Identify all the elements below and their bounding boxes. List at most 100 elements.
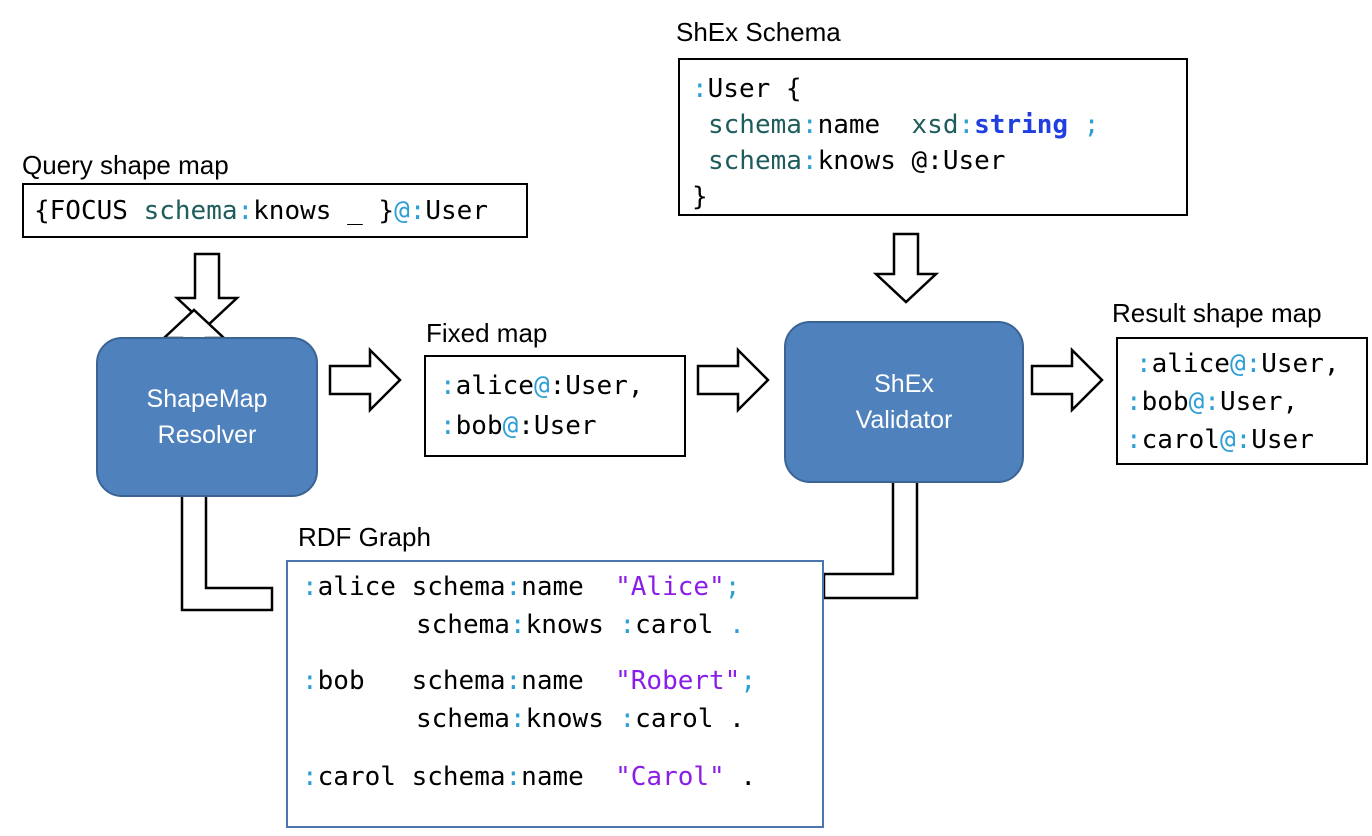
graph-b1-sp	[365, 666, 412, 696]
shex-schema-box: :User { schema:name xsd:string ; schema:…	[678, 58, 1188, 216]
graph-b2-sp	[604, 704, 620, 734]
graph-b1-local: name	[521, 666, 584, 696]
result-row-3: :carol@:User	[1126, 427, 1314, 453]
schema-l2-colon: :	[801, 110, 818, 140]
graph-b1-literal: "Robert"	[615, 666, 741, 696]
fixed-r2-shape: :User	[518, 411, 597, 441]
query-shape-colon: :	[409, 196, 426, 226]
graph-c1-prefix: schema	[411, 762, 506, 792]
fixed-r1-node: alice	[455, 371, 534, 401]
graph-c1-gap	[584, 762, 615, 792]
graph-line-alice-name: :alice schema:name "Alice";	[302, 574, 740, 600]
schema-l2-type-local: string	[974, 110, 1069, 140]
fixed-r1-at: @	[533, 371, 550, 401]
result-row-2: :bob@:User,	[1126, 389, 1298, 415]
graph-c1-colon: :	[302, 762, 318, 792]
result-r3-at: @	[1219, 425, 1236, 455]
query-shape-map-label: Query shape map	[22, 150, 229, 180]
graph-b2-end: .	[713, 704, 745, 734]
schema-l3-colon: :	[801, 146, 818, 176]
graph-a1-local: name	[521, 572, 584, 602]
graph-a1-pcolon: :	[505, 572, 522, 602]
query-pred-prefix: schema	[143, 196, 238, 226]
fixed-r1-shape: :User,	[549, 371, 644, 401]
graph-b1-gap	[584, 666, 615, 696]
graph-a2-obj: carol	[635, 610, 714, 640]
result-shape-map-label: Result shape map	[1112, 298, 1322, 328]
graph-c1-pcolon: :	[505, 762, 522, 792]
graph-c1-literal: "Carol"	[615, 762, 725, 792]
result-row-1: :alice@:User,	[1136, 351, 1340, 377]
query-shape: User	[425, 196, 488, 226]
graph-a1-node: alice	[317, 572, 396, 602]
graph-a2-sp	[604, 610, 620, 640]
graph-b1-colon: :	[302, 666, 318, 696]
result-r2-scolon: :	[1204, 387, 1220, 417]
graph-b1-prefix: schema	[411, 666, 506, 696]
graph-line-bob-name: :bob schema:name "Robert";	[302, 668, 756, 694]
resolver-line-2: Resolver	[157, 421, 257, 449]
fixed-map-label: Fixed map	[426, 318, 548, 348]
graph-c1-local: name	[521, 762, 584, 792]
fixed-r1-colon: :	[440, 371, 456, 401]
fixed-r2-at: @	[502, 411, 519, 441]
schema-l1-name: User	[707, 74, 771, 104]
schema-l2-local: name	[817, 110, 881, 140]
result-r1-at: @	[1229, 349, 1246, 379]
result-r1-node: alice	[1151, 349, 1230, 379]
graph-a1-literal: "Alice"	[615, 572, 725, 602]
graph-a2-prefix: schema	[416, 610, 510, 640]
result-r2-colon: :	[1126, 387, 1142, 417]
schema-l1-colon: :	[692, 74, 708, 104]
result-r1-shape: User,	[1261, 349, 1340, 379]
schema-l2-semi: ;	[1068, 110, 1100, 140]
validator-line-1: ShEx	[874, 369, 934, 398]
schema-l3-local: knows	[817, 146, 896, 176]
graph-line-alice-knows: schema:knows :carol .	[416, 612, 745, 638]
graph-b2-obj: carol	[635, 704, 714, 734]
graph-b2-local: knows	[525, 704, 604, 734]
result-r2-shape: User,	[1219, 387, 1299, 417]
graph-c1-end: .	[724, 762, 756, 792]
schema-l3-ref: @:User	[895, 146, 1006, 176]
arrow-resolver-to-fixed	[328, 346, 402, 414]
graph-b2-pcolon: :	[509, 704, 526, 734]
schema-l2-prefix: schema	[708, 110, 802, 140]
graph-c1-node: carol	[317, 762, 396, 792]
arrow-fixed-to-validator	[696, 346, 770, 414]
rdf-graph-box: :alice schema:name "Alice"; schema:knows…	[286, 560, 824, 828]
graph-a2-ocolon: :	[619, 610, 636, 640]
result-r2-node: bob	[1141, 387, 1189, 417]
schema-line-3: schema:knows @:User	[708, 148, 1005, 174]
rdf-graph-label: RDF Graph	[298, 522, 431, 552]
graph-b1-end: ;	[740, 666, 756, 696]
fixed-r2-node: bob	[455, 411, 503, 441]
result-r1-scolon: :	[1245, 349, 1262, 379]
query-pred-local: knows	[253, 196, 332, 226]
result-shape-map-box: :alice@:User, :bob@:User, :carol@:User	[1116, 337, 1368, 465]
validator-line-2: Validator	[855, 406, 953, 434]
graph-b1-node: bob	[317, 666, 365, 696]
graph-b1-pcolon: :	[505, 666, 522, 696]
fixed-map-box: :alice@:User, :bob@:User	[424, 355, 686, 457]
schema-l1-brace: {	[770, 74, 802, 104]
result-r3-shape: User	[1251, 425, 1314, 455]
fixed-row-1: :alice@:User,	[440, 373, 644, 399]
arrow-validator-to-result	[1030, 346, 1104, 414]
graph-a1-end: ;	[724, 572, 741, 602]
arrow-schema-to-validator	[872, 232, 940, 304]
shex-schema-label: ShEx Schema	[676, 17, 841, 47]
schema-line-2: schema:name xsd:string ;	[708, 112, 1099, 138]
query-shape-map-box: {FOCUS schema:knows _ }@:User	[22, 183, 528, 238]
graph-a1-colon: :	[302, 572, 318, 602]
fixed-r2-colon: :	[440, 411, 456, 441]
schema-l2-type-prefix: xsd	[911, 110, 959, 140]
graph-a2-end: .	[713, 610, 745, 640]
graph-c1-sp	[396, 762, 412, 792]
query-rest: _ }	[331, 196, 395, 226]
result-r2-at: @	[1188, 387, 1205, 417]
query-shape-map-code: {FOCUS schema:knows _ }@:User	[34, 198, 488, 224]
schema-l2-type-colon: :	[958, 110, 975, 140]
